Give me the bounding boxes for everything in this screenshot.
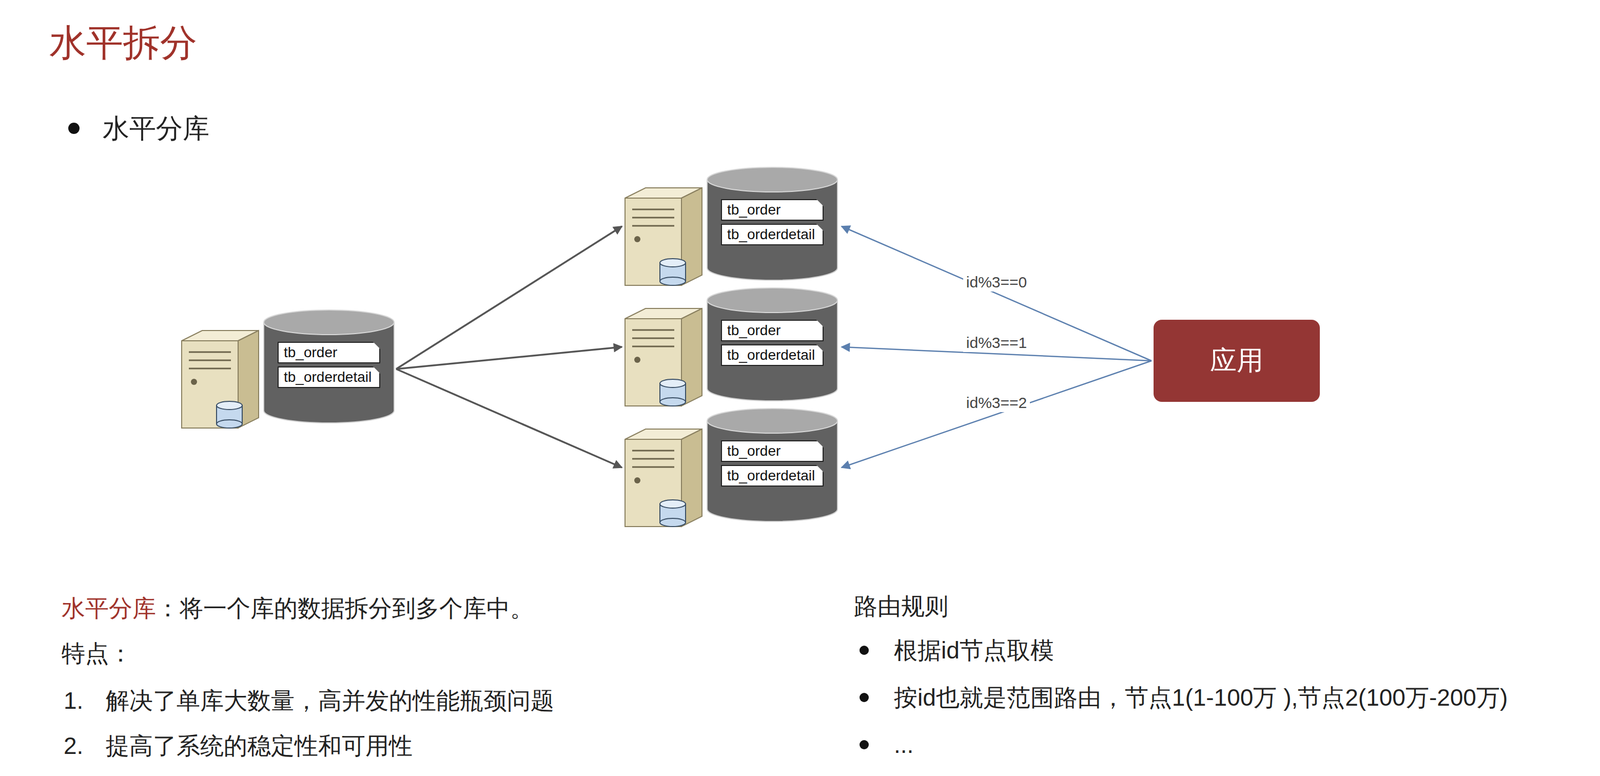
body-text: ：将一个库的数据拆分到多个库中。 — [155, 593, 534, 623]
bullet-dot — [859, 692, 869, 702]
body-text: 按id也就是范围路由，节点1(1-100万 ),节点2(100万-200万) — [893, 682, 1508, 713]
body-text: 根据id节点取模 — [893, 635, 1055, 666]
table-name: tb_order — [720, 440, 824, 462]
text-row: 特点： — [61, 638, 133, 669]
body-text: 1. — [63, 685, 84, 716]
text-row: ... — [893, 729, 914, 760]
table-list: tb_ordertb_orderdetail — [277, 341, 381, 392]
connector-arrow — [841, 360, 1152, 468]
text-row: 路由规则 — [853, 591, 949, 621]
table-name: tb_order — [720, 319, 824, 342]
text-row: 按id也就是范围路由，节点1(1-100万 ),节点2(100万-200万) — [893, 682, 1508, 713]
route-rule-label: id%3==2 — [963, 393, 1030, 413]
route-rule-label: id%3==1 — [963, 333, 1030, 353]
body-text: 提高了系统的稳定性和可用性 — [105, 730, 413, 761]
term-highlight: 水平分库 — [61, 593, 156, 623]
database-server: tb_ordertb_orderdetail — [625, 167, 838, 286]
table-name: tb_order — [277, 341, 381, 364]
text-row: 水平分库：将一个库的数据拆分到多个库中。 — [61, 593, 534, 623]
application-box: 应用 — [1153, 319, 1320, 402]
connector-arrow — [396, 346, 622, 369]
body-text: 水平分库 — [102, 112, 210, 145]
body-text: 解决了单库大数量，高并发的性能瓶颈问题 — [105, 685, 555, 716]
text-row: 1. 解决了单库大数量，高并发的性能瓶颈问题 — [63, 685, 555, 716]
database-server: tb_ordertb_orderdetail — [625, 408, 838, 527]
text-row: 2. 提高了系统的稳定性和可用性 — [63, 730, 413, 761]
text-row: 水平分库 — [102, 112, 210, 145]
database-server: tb_ordertb_orderdetail — [625, 287, 838, 406]
table-name: tb_order — [720, 199, 824, 221]
text-row: 根据id节点取模 — [893, 635, 1055, 666]
bullet-dot — [859, 739, 869, 750]
bullet-dot — [68, 122, 80, 134]
connector-arrow — [396, 226, 622, 369]
connector-arrow — [841, 226, 1152, 361]
body-text: ... — [893, 729, 914, 760]
app-label: 应用 — [1210, 342, 1264, 379]
table-name: tb_orderdetail — [720, 464, 824, 487]
bullet-dot — [859, 645, 869, 655]
connector-arrow — [396, 368, 622, 468]
table-name: tb_orderdetail — [277, 366, 381, 388]
table-name: tb_orderdetail — [720, 223, 824, 246]
slide-title: 水平拆分 — [49, 20, 198, 65]
body-text: 特点： — [61, 638, 133, 669]
database-server: tb_ordertb_orderdetail — [181, 309, 395, 428]
table-name: tb_orderdetail — [720, 344, 824, 366]
table-list: tb_ordertb_orderdetail — [720, 440, 824, 490]
body-text: 2. — [63, 730, 84, 761]
table-list: tb_ordertb_orderdetail — [720, 319, 824, 369]
table-list: tb_ordertb_orderdetail — [720, 199, 824, 249]
route-rule-label: id%3==0 — [963, 272, 1030, 292]
body-text: 路由规则 — [853, 591, 949, 621]
